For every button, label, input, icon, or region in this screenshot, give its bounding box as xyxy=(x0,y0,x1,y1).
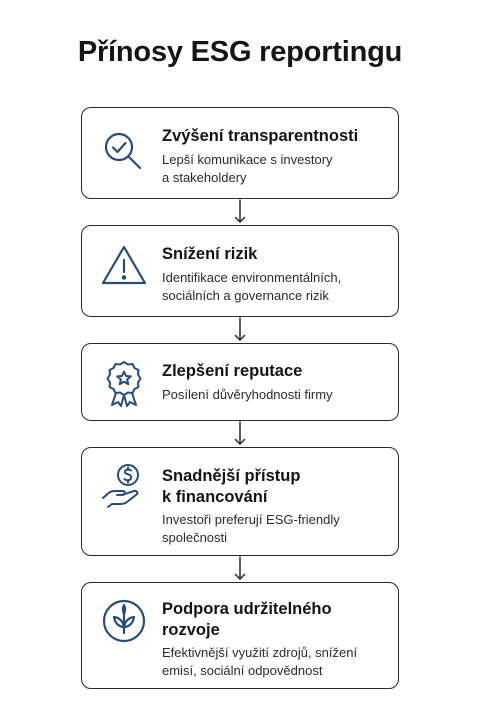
benefit-desc-line: Investoři preferují ESG-friendly xyxy=(162,512,340,527)
benefit-desc-line: emisí, sociální odpovědnost xyxy=(162,663,323,678)
flow-arrow xyxy=(232,199,248,225)
benefit-card-reputation: Zlepšení reputace Posílení důvěryhodnost… xyxy=(81,343,399,421)
flow-arrow xyxy=(232,317,248,343)
benefit-desc-line: a stakeholdery xyxy=(162,170,247,185)
benefit-heading-line: Zlepšení reputace xyxy=(162,362,303,380)
benefit-card-financing: Snadnější přístup k financování Investoř… xyxy=(81,447,399,556)
flow-arrow xyxy=(232,421,248,447)
benefit-heading-line: Podpora udržitelného xyxy=(162,600,332,618)
benefit-desc-line: Identifikace environmentálních, xyxy=(162,270,342,285)
benefit-heading-line: Snížení rizik xyxy=(162,245,258,263)
benefit-heading-line: Snadnější přístup xyxy=(162,467,301,485)
benefit-card-sustainability: Podpora udržitelného rozvoje Efektivnějš… xyxy=(81,582,399,689)
benefit-heading-line: rozvoje xyxy=(162,621,220,639)
benefit-desc-line: Posílení důvěryhodnosti firmy xyxy=(162,387,333,402)
page-title: Přínosy ESG reportingu xyxy=(77,36,403,68)
benefit-desc-line: sociálních a governance rizik xyxy=(162,288,329,303)
hand-coin-icon xyxy=(100,462,148,510)
flow-arrow xyxy=(232,556,248,582)
benefit-desc-line: Efektivnější využití zdrojů, snížení xyxy=(162,645,358,660)
sprout-icon xyxy=(100,597,148,645)
award-ribbon-icon xyxy=(100,359,148,407)
benefit-heading-line: Zvýšení transparentnosti xyxy=(162,127,359,145)
magnifier-check-icon xyxy=(100,128,148,176)
benefit-desc-line: společnosti xyxy=(162,530,228,545)
warning-triangle-icon xyxy=(100,242,148,290)
benefit-heading-line: k financování xyxy=(162,488,268,506)
benefit-desc-line: Lepší komunikace s investory xyxy=(162,152,333,167)
benefit-card-transparency: Zvýšení transparentnosti Lepší komunikac… xyxy=(81,107,399,199)
benefit-card-risk: Snížení rizik Identifikace environmentál… xyxy=(81,225,399,317)
